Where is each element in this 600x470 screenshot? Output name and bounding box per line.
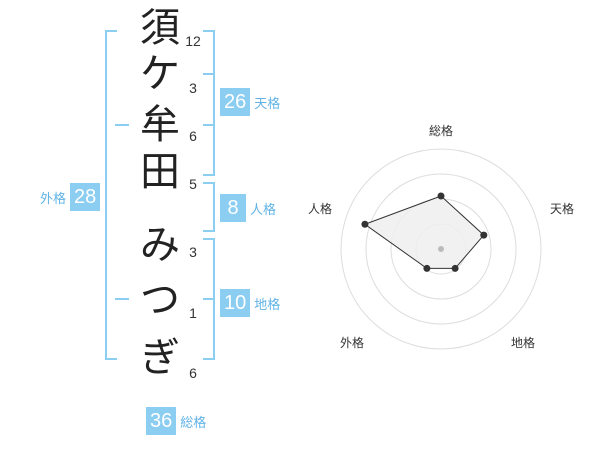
gaikaku-badge: 外格 28: [40, 183, 101, 211]
radar-label-jinkaku: 人格: [308, 201, 332, 216]
chikaku-badge: 10 地格: [220, 289, 280, 317]
soukaku-label: 総格: [180, 415, 207, 431]
radar-point-soukaku: [437, 192, 445, 200]
chikaku-bracket: [203, 238, 215, 360]
stroke-count: 1: [189, 305, 197, 321]
radar-points: [361, 192, 488, 272]
name-char: ぎ: [140, 335, 180, 381]
jinkaku-bracket: [203, 182, 215, 232]
radar-label-chikaku: 地格: [511, 335, 535, 350]
radar-point-gaikaku: [423, 264, 431, 272]
radar-point-chikaku: [451, 264, 459, 272]
gaikaku-label: 外格: [40, 191, 67, 207]
name-char: み: [140, 222, 180, 268]
stroke-count: 5: [189, 176, 197, 192]
radar-ring: [365, 173, 517, 325]
jinkaku-label: 人格: [250, 202, 277, 218]
tenkaku-badge: 26 天格: [220, 88, 280, 116]
name-char: ケ: [140, 51, 180, 97]
jinkaku-value: 8: [220, 194, 246, 222]
radar-label-gaikaku: 外格: [340, 335, 364, 350]
stroke-count: 3: [189, 244, 197, 260]
bracket-tick: [203, 124, 213, 126]
bracket-tick: [203, 298, 213, 300]
radar-ring: [340, 148, 542, 350]
bracket-tick: [115, 298, 129, 300]
chikaku-label: 地格: [254, 297, 281, 313]
stroke-count: 6: [189, 365, 197, 381]
bracket-tick: [115, 124, 129, 126]
stroke-count: 6: [189, 128, 197, 144]
gaikaku-value: 28: [70, 183, 101, 211]
bracket-tick: [203, 73, 213, 75]
tenkaku-value: 26: [220, 88, 251, 116]
radar-center-dot: [438, 246, 444, 252]
jinkaku-badge: 8 人格: [220, 194, 276, 222]
radar-point-jinkaku: [361, 220, 369, 228]
name-char: つ: [140, 277, 180, 323]
chikaku-value: 10: [220, 289, 251, 317]
radar-polygon: [363, 195, 485, 269]
soukaku-badge: 36 総格: [146, 407, 206, 435]
stroke-count: 12: [185, 33, 201, 49]
gaikaku-bracket: [105, 30, 117, 360]
tenkaku-bracket: [203, 30, 215, 176]
radar-point-tenkaku: [480, 231, 488, 239]
name-char: 牟: [140, 102, 180, 148]
name-char: 田: [140, 149, 180, 195]
tenkaku-label: 天格: [254, 96, 281, 112]
stroke-count: 3: [189, 80, 197, 96]
soukaku-value: 36: [146, 407, 177, 435]
name-char: 須: [140, 5, 180, 51]
radar-label-soukaku: 総格: [429, 123, 453, 138]
radar-label-tenkaku: 天格: [550, 201, 574, 216]
